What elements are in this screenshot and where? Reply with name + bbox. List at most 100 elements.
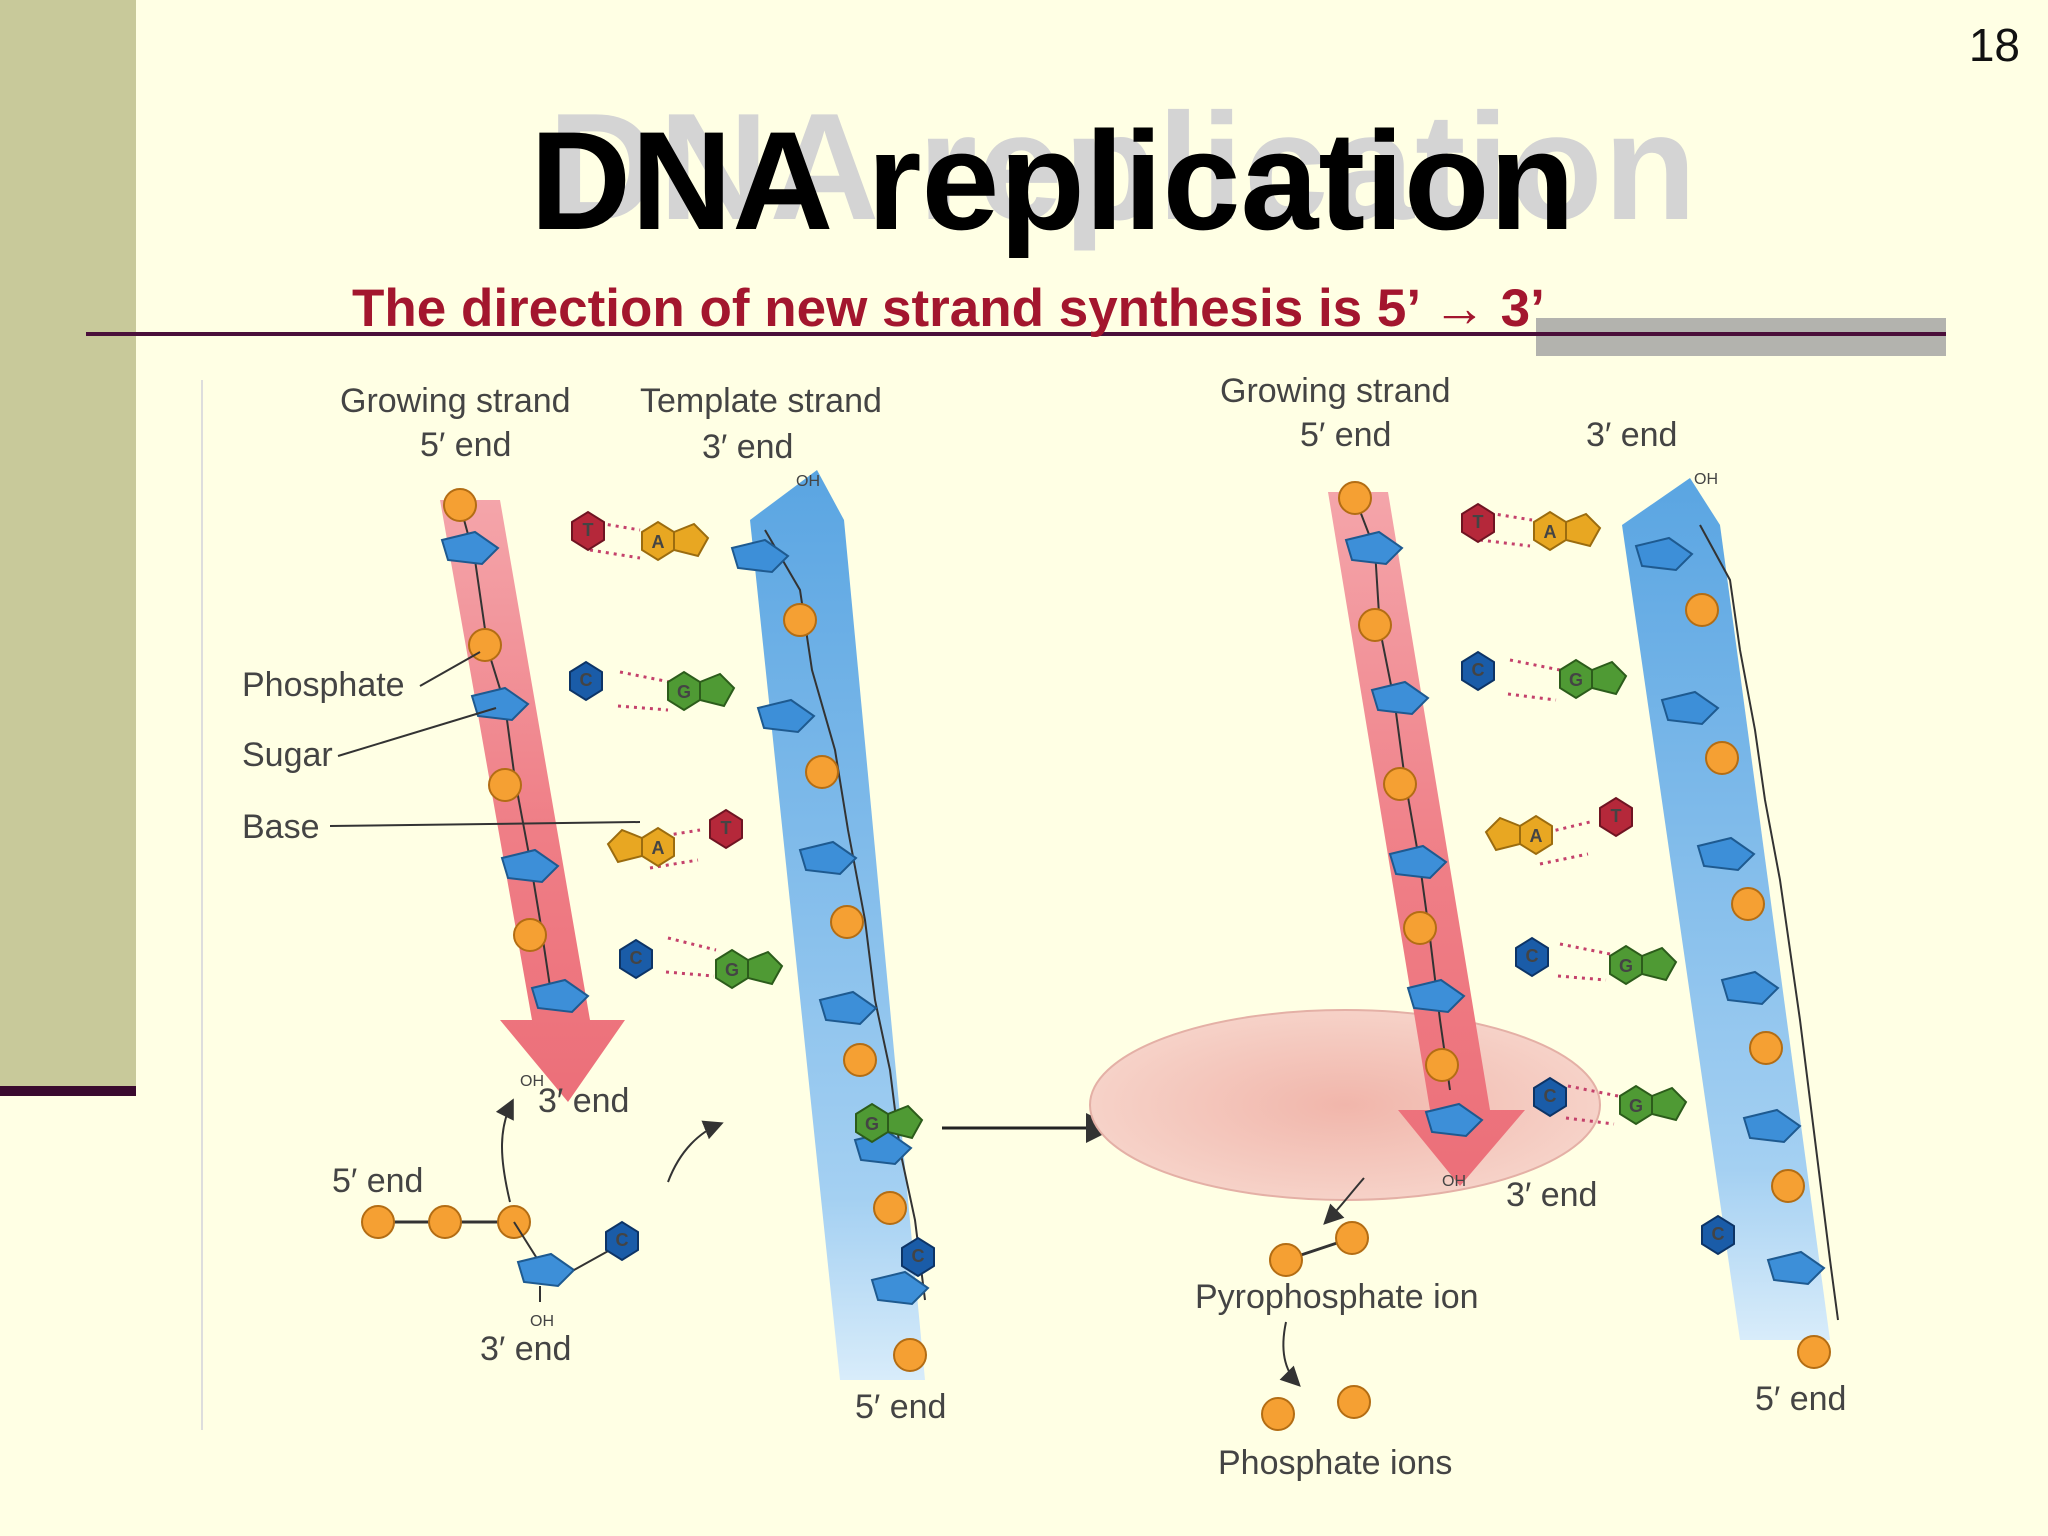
nucleotide-3-end-label: 3′ end bbox=[480, 1330, 571, 1368]
sugar-icon bbox=[1424, 1102, 1484, 1138]
phosphate-icon bbox=[1337, 1385, 1371, 1419]
sugar-icon bbox=[1660, 690, 1720, 726]
right-growing-strand-arrow bbox=[1328, 492, 1525, 1186]
base-letter: C bbox=[630, 948, 643, 968]
base-c-icon bbox=[1515, 936, 1549, 978]
phosphate-icon bbox=[1383, 767, 1417, 801]
pyrophosphate-label: Pyrophosphate ion bbox=[1195, 1278, 1479, 1316]
base-letter: T bbox=[1611, 806, 1622, 826]
base-c-icon bbox=[605, 1220, 639, 1262]
template-5-end-label: 5′ end bbox=[1755, 1380, 1846, 1418]
base-letter: G bbox=[725, 960, 739, 980]
phosphate-icon bbox=[1261, 1397, 1295, 1431]
title-shadow: DNA replication bbox=[548, 82, 1698, 252]
phosphate-icon bbox=[1685, 593, 1719, 627]
base-letter: C bbox=[1544, 1086, 1557, 1106]
phosphate-icon bbox=[873, 1191, 907, 1225]
base-label: Base bbox=[242, 808, 320, 846]
slide-subtitle: The direction of new strand synthesis is… bbox=[352, 279, 1545, 338]
sugar-label: Sugar bbox=[242, 736, 333, 774]
sugar-icon bbox=[870, 1270, 930, 1306]
sugar-icon bbox=[516, 1252, 576, 1288]
phosphate-icon bbox=[783, 603, 817, 637]
base-c-icon bbox=[619, 938, 653, 980]
base-c-icon bbox=[1533, 1076, 1567, 1118]
base-letter: C bbox=[1712, 1224, 1725, 1244]
sugar-icon bbox=[440, 530, 500, 566]
page-number: 18 bbox=[1968, 19, 2020, 71]
base-letter: C bbox=[616, 1230, 629, 1250]
oh-label: OH bbox=[1442, 1173, 1466, 1190]
header-rule bbox=[86, 332, 1946, 336]
sugar-icon bbox=[1696, 836, 1756, 872]
growing-3-end-label: 3′ end bbox=[538, 1082, 629, 1120]
base-t-icon bbox=[1599, 796, 1633, 838]
base-letter: A bbox=[652, 532, 665, 552]
base-t-icon bbox=[571, 510, 605, 552]
base-c-icon bbox=[569, 660, 603, 702]
phosphate-icon bbox=[1338, 481, 1372, 515]
sugar-icon bbox=[1344, 530, 1404, 566]
sugar-icon bbox=[530, 978, 590, 1014]
base-letter: T bbox=[583, 520, 594, 540]
growing-strand-label: Growing strand bbox=[1220, 372, 1451, 410]
base-t-icon bbox=[709, 808, 743, 850]
phosphate-icon bbox=[443, 488, 477, 522]
template-strand-label: Template strand bbox=[640, 382, 882, 420]
dna-replication-diagram: T A C G A T C G G C OH 3′ end bbox=[201, 372, 1846, 1482]
base-letter: T bbox=[1473, 512, 1484, 532]
base-letter: G bbox=[865, 1114, 879, 1134]
base-t-icon bbox=[1461, 502, 1495, 544]
left-growing-strand-arrow bbox=[440, 500, 625, 1102]
sugar-icon bbox=[1406, 978, 1466, 1014]
left-panel: T A C G A T C G G C OH 3′ end bbox=[242, 382, 946, 1426]
oh-label: OH bbox=[530, 1313, 554, 1330]
right-template-strand-arrow bbox=[1622, 478, 1830, 1340]
release-arrow bbox=[1323, 1177, 1365, 1225]
right-panel: T A C G A T C G C G C Growing strand 5′ … bbox=[1089, 372, 1846, 1482]
base-letter: G bbox=[1629, 1096, 1643, 1116]
nucleotide-5-end-label: 5′ end bbox=[332, 1162, 423, 1200]
phosphate-icon bbox=[1403, 911, 1437, 945]
pairing-arrow bbox=[667, 1120, 724, 1183]
sugar-icon bbox=[1370, 680, 1430, 716]
phosphate-icon bbox=[513, 918, 547, 952]
sugar-icon bbox=[1766, 1250, 1826, 1286]
sugar-icon bbox=[798, 840, 858, 876]
oh-label: OH bbox=[1694, 471, 1718, 488]
base-letter: C bbox=[1526, 946, 1539, 966]
phosphate-icon bbox=[830, 905, 864, 939]
base-letter: G bbox=[1569, 670, 1583, 690]
phosphate-icon bbox=[1425, 1048, 1459, 1082]
sugar-icon bbox=[756, 698, 816, 734]
phosphate-icon bbox=[1797, 1335, 1831, 1369]
base-letter: G bbox=[1619, 956, 1633, 976]
phosphate-icon bbox=[1749, 1031, 1783, 1065]
slide-title: DNA replication bbox=[530, 102, 1575, 259]
phosphate-icon bbox=[1269, 1243, 1303, 1277]
phosphate-icon bbox=[428, 1205, 462, 1239]
growing-strand-label: Growing strand bbox=[340, 382, 571, 420]
phosphate-icon bbox=[361, 1205, 395, 1239]
phosphate-icon bbox=[1358, 608, 1392, 642]
sugar-icon bbox=[1742, 1108, 1802, 1144]
base-c-icon bbox=[1461, 650, 1495, 692]
base-letter: A bbox=[1530, 826, 1543, 846]
template-3-end-label: 3′ end bbox=[1586, 416, 1677, 454]
base-letter: T bbox=[721, 818, 732, 838]
sidebar-accent-bar bbox=[0, 0, 136, 1088]
template-3-end-label: 3′ end bbox=[702, 428, 793, 466]
oh-label: OH bbox=[520, 1073, 544, 1090]
header-grey-bar bbox=[1536, 318, 1946, 356]
sugar-icon bbox=[1388, 844, 1448, 880]
title-block: DNA replication DNA replication bbox=[0, 80, 2048, 259]
sugar-icon bbox=[730, 538, 790, 574]
attach-arrow bbox=[495, 1098, 514, 1203]
growing-5-end-label: 5′ end bbox=[420, 426, 511, 464]
reaction-highlight bbox=[1089, 1009, 1601, 1201]
growing-3-end-label: 3′ end bbox=[1506, 1176, 1597, 1214]
hydrolysis-arrow bbox=[1279, 1321, 1301, 1387]
sugar-icon bbox=[818, 990, 878, 1026]
phosphate-icon bbox=[488, 768, 522, 802]
phosphate-icon bbox=[1335, 1221, 1369, 1255]
